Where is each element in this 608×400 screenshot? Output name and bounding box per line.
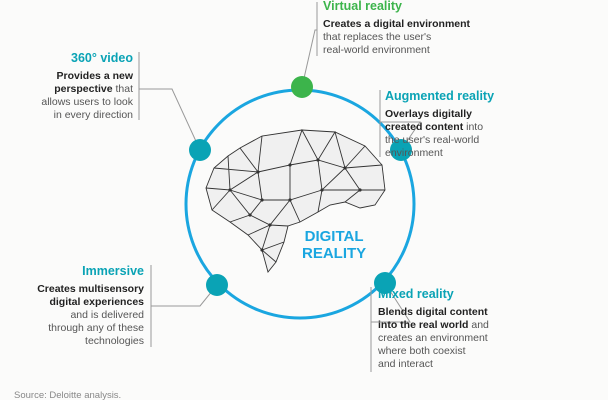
block-bold: Blends digital content	[378, 306, 488, 318]
block-bold: Creates a digital environment	[323, 18, 471, 30]
source-note: Source: Deloitte analysis.	[14, 390, 122, 400]
block-text: through any of these	[48, 322, 144, 334]
block-text: and	[468, 319, 489, 331]
node-virtual-reality	[291, 76, 313, 98]
block-text: that replaces the user's	[323, 31, 432, 43]
block-title: Virtual reality	[323, 0, 402, 13]
block-text: where both coexist	[378, 345, 466, 357]
block-title: Augmented reality	[385, 89, 495, 103]
immersive-block: Immersive Creates multisensory digital e…	[37, 264, 144, 348]
block-bold: Provides a new	[56, 70, 133, 82]
block-bold: perspective	[54, 83, 113, 95]
node-mixed-reality	[374, 272, 396, 294]
360-video-block: 360° video Provides a new perspective th…	[41, 51, 133, 122]
block-bold: Overlays digitally	[385, 108, 472, 120]
block-bold: created content	[385, 121, 464, 133]
block-bold: digital experiences	[49, 296, 144, 308]
block-title: 360° video	[71, 51, 133, 65]
augmented-reality-block: Augmented reality Overlays digitally cre…	[385, 89, 494, 160]
block-bold: into the real world	[378, 319, 469, 331]
mixed-reality-block: Mixed reality Blends digital content int…	[378, 287, 489, 371]
block-text: and interact	[378, 358, 433, 370]
node-immersive	[206, 274, 228, 296]
block-text: real-world environment	[323, 44, 430, 56]
center-label: DIGITAL REALITY	[302, 228, 366, 262]
block-text: that	[112, 83, 133, 95]
block-text: the user's real-world	[385, 134, 480, 146]
node-360-video	[189, 139, 211, 161]
node-augmented-reality	[390, 139, 412, 161]
center-label-line2: REALITY	[302, 245, 367, 262]
brain-mesh-icon	[205, 128, 386, 273]
virtual-reality-block: Virtual reality Creates a digital enviro…	[323, 0, 470, 57]
center-label-line1: DIGITAL	[304, 228, 364, 245]
block-text: technologies	[85, 335, 144, 347]
block-text: environment	[385, 147, 443, 159]
block-text: creates an environment	[378, 332, 488, 344]
block-text: and is delivered	[70, 309, 144, 321]
block-bold: Creates multisensory	[37, 283, 144, 295]
block-text: allows users to look	[41, 96, 133, 108]
block-title: Immersive	[82, 264, 144, 278]
block-text: into	[463, 121, 484, 133]
block-text: in every direction	[53, 109, 133, 121]
block-title: Mixed reality	[378, 287, 454, 301]
